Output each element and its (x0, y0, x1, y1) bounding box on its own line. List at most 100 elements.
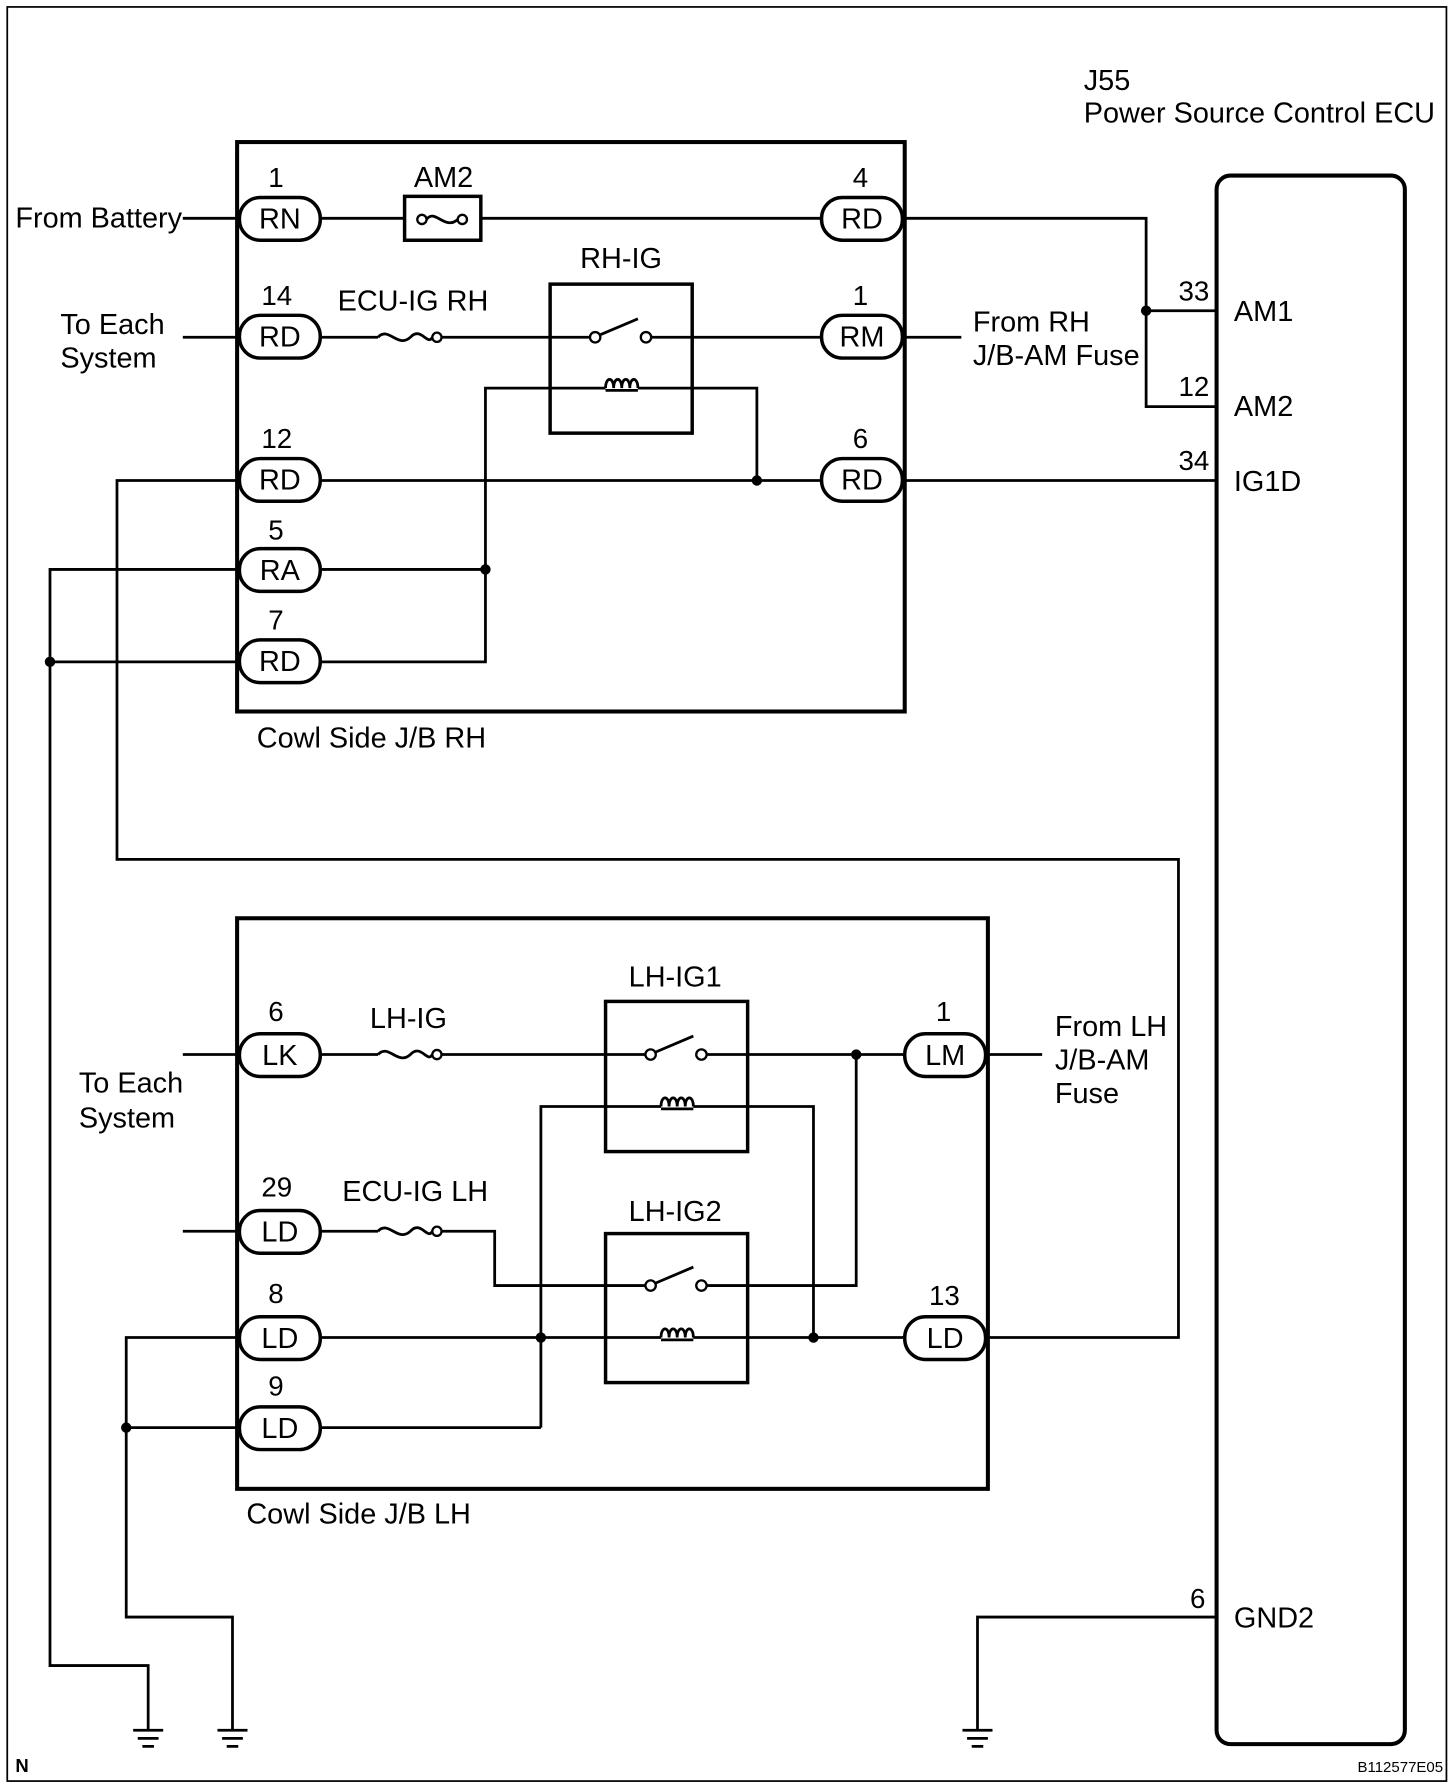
junction-dot (535, 1332, 547, 1343)
from-rh-jb-am-line2: J/B-AM Fuse (973, 340, 1140, 372)
connector-rh-5-ra: 5 RA (237, 514, 323, 594)
relay-rh-ig (548, 282, 694, 435)
fuse-am2-label: AM2 (414, 162, 473, 194)
diagram-frame (6, 6, 1448, 1782)
junction-dot (44, 656, 56, 668)
connector-pin-number: 7 (268, 604, 283, 635)
ground-icon (217, 1728, 248, 1748)
connector-code: RN (259, 204, 301, 236)
frame-label: N (15, 1755, 28, 1776)
to-each-system-rh-line1: To Each (60, 309, 164, 341)
ecu-pin-am1-number: 33 (1178, 275, 1209, 306)
connector-code: LD (927, 1323, 964, 1355)
to-each-system-lh-line2: System (79, 1102, 175, 1134)
fuse-ecu-ig-lh-label: ECU-IG LH (342, 1176, 488, 1208)
to-each-system-rh-line2: System (60, 342, 156, 374)
connector-pin-number: 29 (261, 1172, 292, 1203)
relay-lh-ig2-switch (605, 1265, 748, 1292)
connector-pin-number: 6 (268, 996, 283, 1027)
connector-pin-number: 1 (936, 996, 951, 1027)
wire-lh-ig1-coil (539, 1105, 815, 1428)
from-rh-jb-am-line1: From RH (973, 306, 1090, 338)
connector-pin-number: 5 (268, 514, 283, 545)
connector-pin-number: 9 (268, 1370, 283, 1401)
connector-code: RD (259, 322, 301, 354)
connector-lh-13-ld: 13 LD (902, 1280, 988, 1362)
wire-rh-ra-line (319, 568, 487, 664)
relay-rh-ig-switch (550, 317, 693, 344)
wire-ground-right (124, 1336, 239, 1731)
connector-code: LM (925, 1040, 965, 1072)
connector-rh-6-rd: 6 RD (819, 423, 905, 504)
connector-rh-4-rd: 4 RD (819, 162, 905, 242)
connector-lh-29-ld: 29 LD (237, 1172, 323, 1255)
connector-code: RD (259, 646, 301, 678)
relay-lh-ig1-switch (605, 1034, 748, 1061)
relay-lh-ig2-coil (605, 1327, 748, 1342)
connector-code: LK (262, 1040, 297, 1072)
figure-id: B112577E05 (1357, 1759, 1443, 1776)
from-lh-jb-am-line1: From LH (1055, 1011, 1167, 1043)
ecu-pin-am2-number: 12 (1178, 371, 1209, 402)
wire-lh-am-to-ig2 (747, 1054, 858, 1287)
connector-code: LD (261, 1217, 298, 1249)
relay-rh-ig-label: RH-IG (580, 243, 662, 275)
wire-ecu-ig-lh-line (319, 1229, 606, 1287)
junction-dot (121, 1422, 132, 1433)
from-battery-label: From Battery (15, 203, 182, 235)
ecu-code: J55 (1084, 65, 1131, 97)
junction-dot (808, 1332, 819, 1343)
connector-pin-number: 8 (268, 1278, 283, 1309)
from-lh-jb-am-line3: Fuse (1055, 1078, 1119, 1110)
wire-ground-left (48, 568, 239, 1731)
ecu-pin-gnd2-name: GND2 (1234, 1602, 1314, 1634)
ground-icon (133, 1728, 164, 1748)
connector-lh-8-ld: 8 LD (237, 1278, 323, 1362)
connector-rh-14-rd: 14 RD (237, 280, 323, 360)
ecu-pin-ig1d-name: IG1D (1234, 466, 1301, 498)
jb-lh-box (235, 916, 990, 1491)
wire-ecu-ground (976, 1615, 1218, 1731)
ground-icon (962, 1728, 993, 1748)
fuse-lh-ig (376, 1048, 443, 1061)
connector-code: RD (841, 465, 883, 497)
connector-rh-1-rn: 1 RN (237, 162, 323, 242)
fuse-ecu-ig-lh (376, 1225, 443, 1238)
fuse-lh-ig-label: LH-IG (370, 1003, 447, 1035)
connector-code: LD (261, 1413, 298, 1445)
connector-rh-1-rm: 1 RM (819, 280, 905, 360)
connector-code: RA (260, 555, 301, 587)
relay-lh-ig1-label: LH-IG1 (629, 961, 722, 993)
connector-pin-number: 6 (853, 423, 868, 454)
relay-rh-ig-coil (550, 378, 693, 392)
connector-code: LD (261, 1323, 298, 1355)
connector-pin-number: 14 (261, 280, 292, 311)
connector-rh-12-rd: 12 RD (237, 423, 323, 504)
wire-rh-am2-feed (1144, 310, 1218, 408)
jb-rh-box (235, 140, 907, 714)
wire-rh-am1-feed (901, 216, 1218, 313)
ecu-name: Power Source Control ECU (1084, 97, 1435, 129)
junction-dot (1140, 305, 1152, 316)
connector-lh-9-ld: 9 LD (237, 1370, 323, 1452)
connector-pin-number: 1 (853, 280, 868, 311)
connector-code: RM (840, 322, 885, 354)
junction-dot (480, 564, 491, 575)
wire-cross-link (115, 479, 1180, 1339)
fuse-ecu-ig-rh-label: ECU-IG RH (338, 286, 489, 318)
ecu-body (1214, 173, 1407, 1747)
to-each-system-lh-line1: To Each (79, 1068, 183, 1100)
ecu-pin-am1-name: AM1 (1234, 296, 1293, 328)
junction-dot (751, 475, 763, 486)
jb-rh-label: Cowl Side J/B RH (257, 722, 486, 754)
connector-lh-1-lm: 1 LM (902, 996, 988, 1079)
connector-pin-number: 13 (929, 1280, 960, 1311)
fuse-ecu-ig-rh (376, 331, 443, 344)
wire-rh-ig-coil (484, 386, 759, 570)
jb-lh-label: Cowl Side J/B LH (246, 1498, 471, 1530)
connector-pin-number: 4 (853, 162, 868, 193)
ecu-pin-am2-name: AM2 (1234, 391, 1293, 423)
relay-lh-ig2-label: LH-IG2 (629, 1196, 722, 1228)
junction-dot (851, 1049, 862, 1060)
